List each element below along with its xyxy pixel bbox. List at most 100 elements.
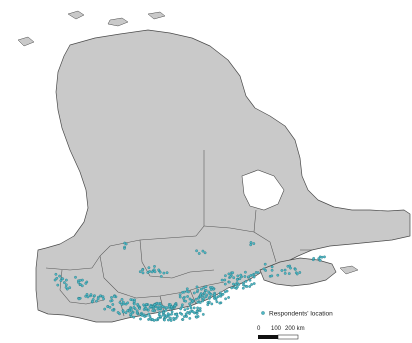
bay-cutout (241, 169, 285, 211)
respondent-point (156, 307, 160, 311)
respondent-point (53, 278, 57, 282)
respondent-point (144, 314, 148, 318)
respondent-point (276, 273, 280, 277)
respondent-point (179, 307, 182, 311)
respondent-point (213, 293, 216, 296)
respondent-point (215, 300, 219, 304)
respondent-point (148, 315, 152, 318)
respondent-point (192, 306, 196, 310)
respondent-point (103, 307, 107, 311)
respondent-point (132, 315, 136, 319)
respondent-point (178, 311, 182, 315)
respondent-point (158, 270, 162, 274)
respondent-point (191, 299, 195, 303)
respondent-point (234, 283, 238, 286)
respondent-point (138, 307, 141, 310)
respondent-point (250, 283, 253, 286)
respondent-point (124, 311, 128, 315)
respondent-point (56, 283, 60, 287)
respondent-point (151, 309, 155, 313)
respondent-point (197, 296, 200, 300)
respondent-point (195, 309, 199, 313)
island-1 (67, 10, 85, 20)
respondent-point (111, 308, 114, 312)
respondent-point (147, 318, 150, 321)
legend-marker (261, 311, 265, 315)
respondent-point (79, 283, 82, 286)
respondent-point (91, 298, 95, 301)
respondent-point (287, 272, 291, 275)
respondent-point (215, 296, 218, 300)
respondent-point (231, 271, 235, 275)
respondent-point (126, 301, 130, 305)
respondent-point (248, 278, 252, 282)
respondent-point (252, 282, 256, 285)
respondent-point (64, 286, 68, 289)
island-5 (339, 265, 359, 275)
respondent-point (138, 270, 142, 274)
respondent-point (238, 277, 242, 281)
respondent-point (223, 282, 227, 286)
respondent-point (204, 285, 208, 289)
respondent-point (167, 318, 170, 322)
respondent-point (230, 286, 234, 290)
respondent-point (170, 310, 174, 314)
respondent-point (270, 268, 274, 272)
respondent-point (249, 243, 253, 247)
respondent-point (161, 313, 165, 317)
respondent-point (183, 308, 187, 312)
respondent-point (283, 272, 287, 275)
respondent-point (112, 295, 116, 298)
respondent-point (219, 294, 223, 298)
respondent-point (225, 289, 229, 293)
respondent-point (163, 318, 166, 322)
respondent-point (156, 316, 160, 320)
respondent-point (202, 297, 206, 300)
respondent-point (108, 305, 112, 309)
respondent-point (232, 276, 236, 280)
scale-label-0: 0 (257, 326, 261, 332)
respondent-point (54, 272, 58, 276)
respondent-point (220, 278, 224, 282)
respondent-point (263, 262, 267, 266)
respondent-point (194, 297, 198, 301)
respondent-point (280, 269, 284, 272)
respondent-point (202, 286, 206, 290)
respondent-point (99, 294, 102, 298)
respondent-point (198, 309, 202, 313)
respondent-point (242, 283, 245, 287)
respondent-point (86, 295, 90, 299)
respondent-point (283, 268, 287, 272)
respondent-point (201, 294, 205, 298)
respondent-point (320, 255, 324, 259)
respondent-point (77, 281, 80, 284)
respondent-point (286, 264, 290, 268)
respondent-point (227, 296, 230, 299)
respondent-point (203, 291, 206, 295)
respondent-point (244, 270, 247, 274)
respondent-point (185, 289, 189, 293)
respondent-point (93, 294, 96, 298)
respondent-point (210, 286, 214, 289)
respondent-point (78, 279, 82, 282)
respondent-point (165, 271, 169, 275)
respondent-point (61, 277, 65, 281)
respondent-point (96, 297, 100, 301)
respondent-point (165, 306, 169, 310)
respondent-point (150, 270, 154, 274)
respondent-point (188, 317, 192, 320)
respondent-point (84, 294, 88, 298)
respondent-point (116, 311, 120, 314)
island-4 (17, 36, 35, 47)
respondent-point (270, 265, 274, 269)
respondent-point (172, 316, 175, 320)
respondent-point (149, 305, 153, 308)
respondent-point (173, 304, 177, 307)
respondent-point (185, 287, 189, 291)
respondent-point (196, 288, 200, 292)
respondent-point (241, 286, 245, 290)
respondent-point (140, 314, 144, 317)
respondent-point (252, 242, 256, 245)
respondent-point (64, 283, 68, 287)
respondent-point (169, 316, 172, 320)
